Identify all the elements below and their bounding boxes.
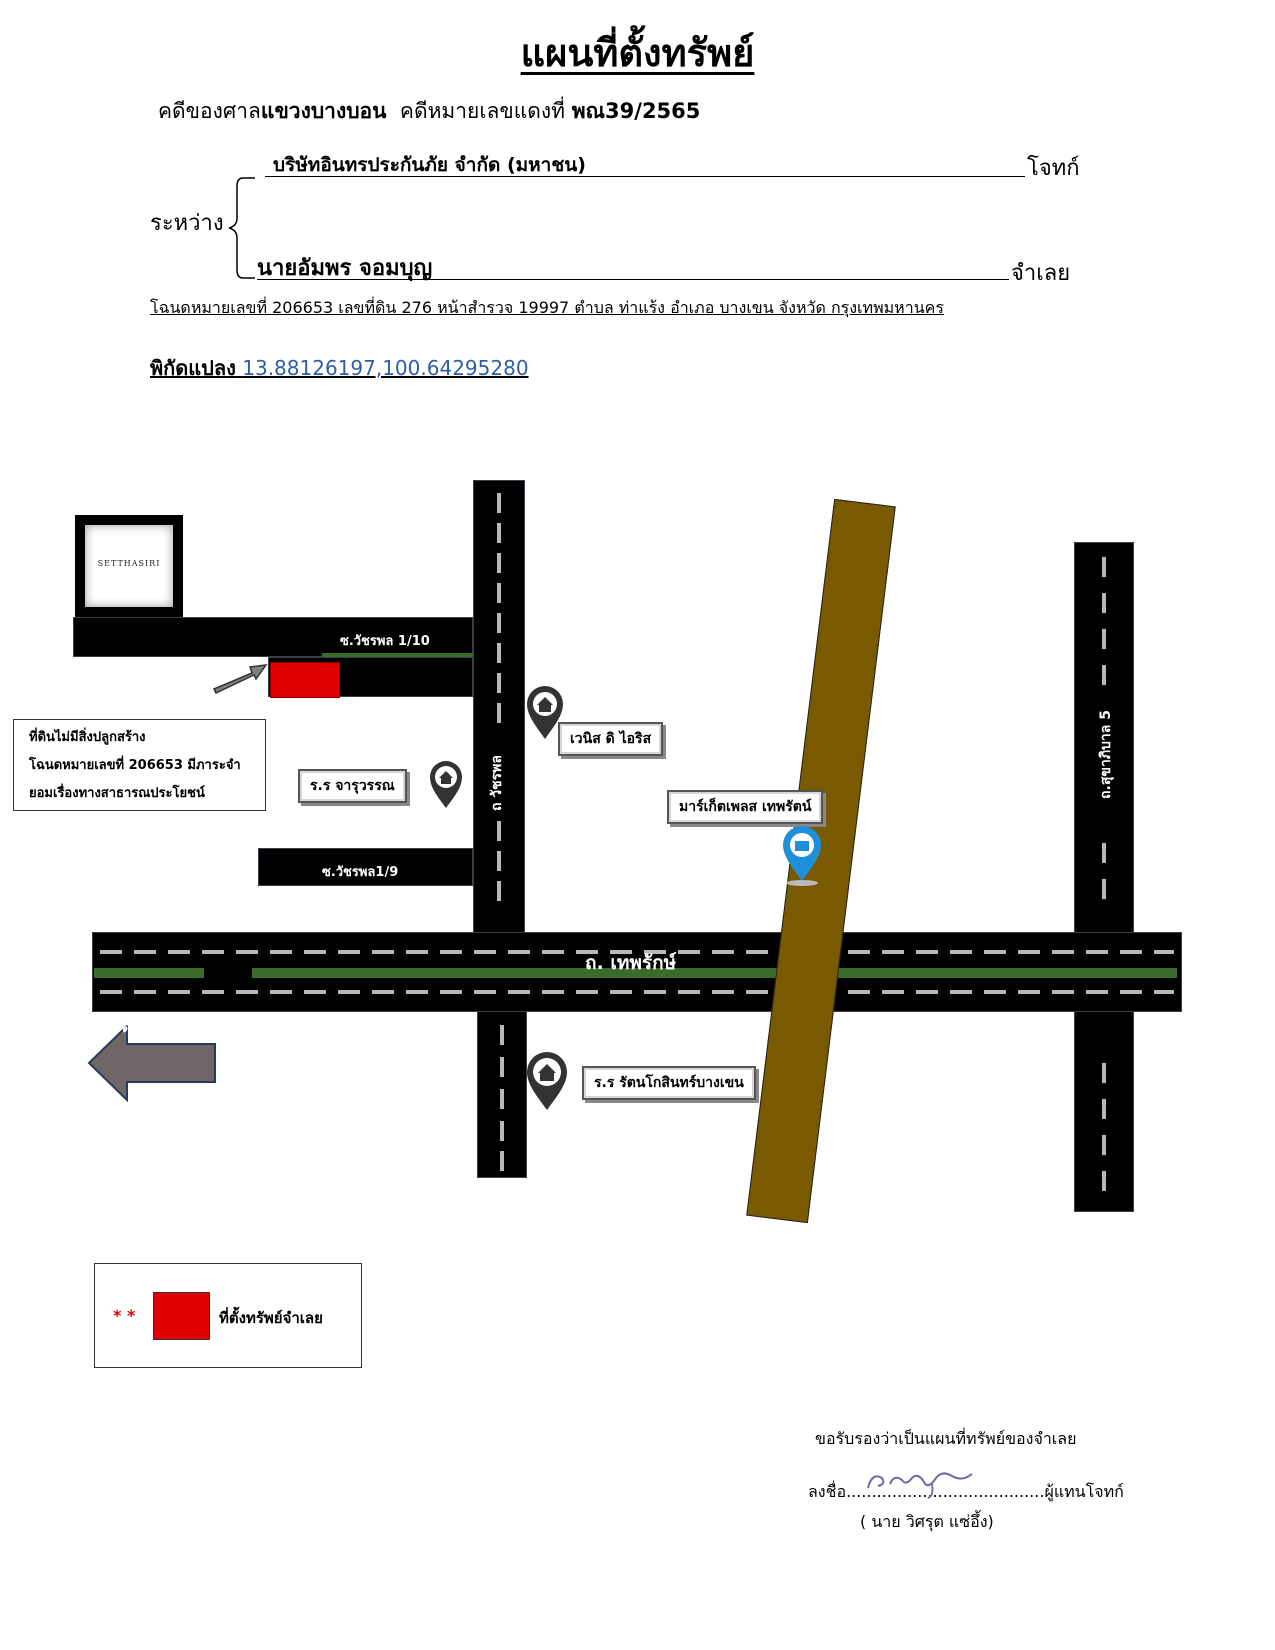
direction-arrow-don-mueang — [87, 1023, 216, 1103]
road-label-sukhaphiban-5: ถ.สุขาภิบาล 5 — [1098, 710, 1114, 799]
road-label-thephrak: ถ. เทพรักษ์ — [585, 952, 677, 974]
deed-line: โฉนดหมายเลขที่ 206653 เลขที่ดิน 276 หน้า… — [150, 298, 944, 317]
charuwan-pin-icon — [430, 761, 462, 808]
page-title: แผนที่ตั้งทรัพย์ — [520, 31, 755, 75]
road-label-soi-1-10: ซ.วัชรพล 1/10 — [340, 634, 430, 649]
land-note-line-3: ยอมเรื่องทางสาธารณประโยชน์ — [29, 786, 205, 801]
legend-marker: * * — [113, 1306, 136, 1325]
parcel-coordinates: พิกัดแปลง 13.88126197,100.64295280 — [150, 352, 529, 384]
logo-text: SETTHASIRI — [97, 559, 161, 568]
coords-link[interactable]: 13.88126197,100.64295280 — [242, 356, 529, 380]
defendant-role: จำเลย — [1011, 261, 1071, 286]
signature-line: ลงชื่อ..................................… — [808, 1480, 1124, 1505]
handwritten-signature — [867, 1472, 973, 1499]
certification-statement: ขอรับรองว่าเป็นแผนที่ทรัพย์ของจำเลย — [815, 1429, 1077, 1448]
road-label-soi-1-9: ซ.วัชรพล1/9 — [322, 865, 399, 880]
between-label: ระหว่าง — [150, 211, 224, 236]
road-sukhaphiban-5 — [1074, 542, 1134, 1212]
road-watcharaphon-north — [473, 480, 525, 935]
case-line: คดีของศาลแขวงบางบอน คดีหมายเลขแดงที่ พณ3… — [158, 95, 700, 128]
between-brace — [228, 177, 255, 279]
setthasiri-logo: SETTHASIRI — [75, 515, 183, 617]
venice-pin-icon — [527, 686, 563, 739]
location-map: SETTHASIRI ซ.วัชรพล 1/10 ที่ดินไม่มีสิ่ง… — [0, 470, 1275, 1230]
place-charuwan-school: ร.ร จารุวรรณ — [298, 769, 407, 803]
land-note-box: ที่ดินไม่มีสิ่งปลูกสร้าง โฉนดหมายเลขที่ … — [13, 719, 266, 811]
case-mid: คดีหมายเลขแดงที่ — [399, 99, 566, 123]
road-label-watcharaphon: ถ วัชรพล — [489, 755, 505, 812]
legend-box: * * ที่ตั้งทรัพย์จำเลย — [94, 1263, 362, 1368]
legend-swatch — [153, 1292, 210, 1340]
case-number: พณ39/2565 — [571, 99, 701, 123]
land-note-line-2: โฉนดหมายเลขที่ 206653 มีภาระจำ — [29, 758, 241, 773]
direction-label: ดอนเมือง — [122, 1020, 179, 1036]
property-parcel — [270, 662, 340, 698]
signer-name: ( นาย วิศรุต แซ่อึ้ง) — [860, 1512, 994, 1531]
case-prefix: คดีของศาล — [158, 99, 261, 123]
rattanakosin-pin-icon — [527, 1052, 567, 1110]
defendant-underline — [257, 279, 1009, 280]
sign-suffix: ผู้แทนโจทก์ — [1044, 1482, 1124, 1501]
plaintiff-role: โจทก์ — [1027, 156, 1080, 181]
road-soi-1-9 — [258, 848, 473, 886]
court-name: แขวงบางบอน — [260, 99, 387, 123]
plaintiff-underline — [265, 176, 1025, 177]
place-venice: เวนิส ดิ ไอริส — [558, 722, 664, 756]
market-place-pin-icon — [783, 826, 821, 886]
defendant-name: นายอัมพร จอมบุญ — [257, 256, 433, 281]
arrow-to-parcel — [212, 664, 268, 694]
coords-label: พิกัดแปลง — [150, 356, 236, 380]
thephrak-lane-marks — [94, 950, 1177, 994]
road-soi-1-10 — [73, 617, 473, 657]
sign-prefix: ลงชื่อ..................................… — [808, 1482, 1045, 1501]
road-watcharaphon-south — [477, 1010, 527, 1178]
land-note-line-1: ที่ดินไม่มีสิ่งปลูกสร้าง — [29, 730, 146, 745]
legend-label: ที่ตั้งทรัพย์จำเลย — [219, 1309, 323, 1327]
plaintiff-name: บริษัทอินทรประกันภัย จำกัด (มหาชน) — [273, 154, 586, 176]
place-rattanakosin-school: ร.ร รัตนโกสินทร์บางเขน — [582, 1066, 756, 1100]
place-market-place: มาร์เก็ตเพลส เทพรัตน์ — [667, 790, 824, 824]
